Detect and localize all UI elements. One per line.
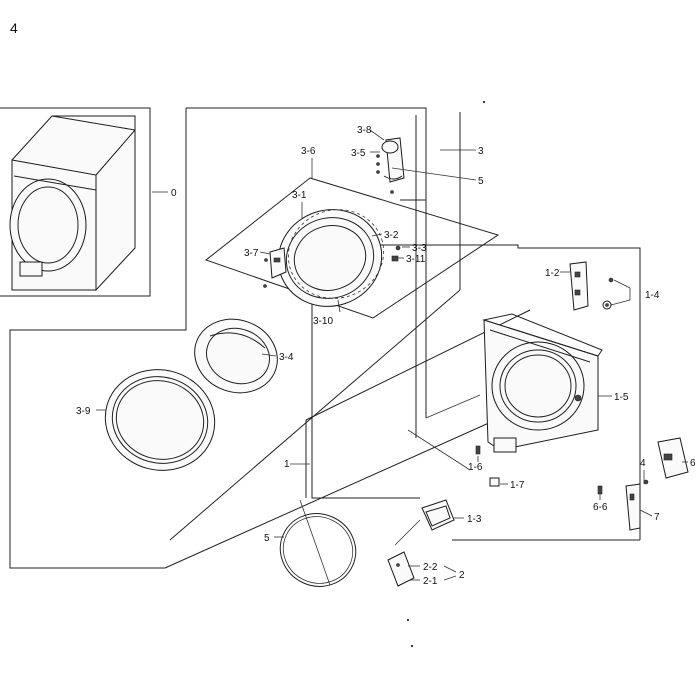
boundary-door-diag [164, 417, 501, 569]
boundary-door-frame [204, 177, 500, 319]
gasket-wire-part [279, 513, 357, 587]
guide-line-c [394, 519, 421, 546]
label-4: 4 [640, 458, 646, 469]
stray-dot [406, 618, 410, 622]
front-bracket-part [421, 499, 455, 531]
label-3-4: 3-4 [279, 352, 294, 363]
guide-line-b [407, 429, 471, 471]
label-7: 7 [654, 512, 660, 523]
page-number: 4 [10, 20, 18, 36]
label-2-2: 2-2 [423, 562, 438, 573]
door-outer-ring-part [104, 369, 216, 471]
door-hinge-part [376, 137, 405, 194]
boundary-door-diag2 [169, 289, 461, 541]
label-3-2: 3-2 [384, 230, 399, 241]
stray-dot [410, 644, 414, 648]
boundary-cabinet [0, 107, 151, 297]
stray-dot [482, 100, 486, 104]
label-1-3: 1-3 [467, 514, 482, 525]
label-1: 1 [284, 459, 290, 470]
label-5-top: 5 [478, 176, 484, 187]
label-1-6: 1-6 [468, 462, 483, 473]
label-3-11: 3-11 [406, 254, 426, 265]
front-panel-part [482, 313, 603, 453]
label-3-5: 3-5 [351, 148, 366, 159]
label-2: 2 [459, 570, 465, 581]
label-3-6: 3-6 [301, 146, 316, 157]
label-1-2: 1-2 [545, 268, 560, 279]
door-screws-part [391, 245, 401, 262]
label-3-8: 3-8 [357, 125, 372, 136]
label-3-10: 3-10 [313, 316, 333, 327]
label-3-7: 3-7 [244, 248, 259, 259]
label-6-6: 6-6 [593, 502, 608, 513]
label-0: 0 [171, 188, 177, 199]
door-frame-part [277, 209, 385, 307]
side-latch-part [625, 437, 689, 531]
door-latch-part [569, 261, 589, 311]
latch-screws-part [602, 277, 614, 310]
label-2-1: 2-1 [423, 576, 438, 587]
label-3-9: 3-9 [76, 406, 91, 417]
front-clip-part [489, 477, 500, 487]
front-screw-part [475, 445, 481, 455]
label-3-3: 3-3 [412, 243, 427, 254]
label-1-4: 1-4 [645, 290, 660, 301]
boundary-door-top [186, 107, 427, 418]
label-6: 6 [690, 458, 696, 469]
boundary-door-left [9, 108, 187, 569]
leader-lines [96, 129, 688, 581]
side-screw-part [597, 485, 603, 495]
label-1-5: 1-5 [614, 392, 629, 403]
guide-line-a [425, 394, 481, 419]
door-glass-part [194, 318, 278, 394]
hinge-bracket-part [263, 247, 287, 288]
guide-line-d [299, 499, 331, 586]
boundary-front-top [312, 244, 641, 540]
service-cover-part [387, 551, 415, 587]
boundary-front-left [311, 245, 420, 499]
label-1-7: 1-7 [510, 480, 525, 491]
label-3-1: 3-1 [292, 190, 307, 201]
label-5-bottom: 5 [264, 533, 270, 544]
label-3: 3 [478, 146, 484, 157]
cabinet-part [9, 115, 136, 292]
